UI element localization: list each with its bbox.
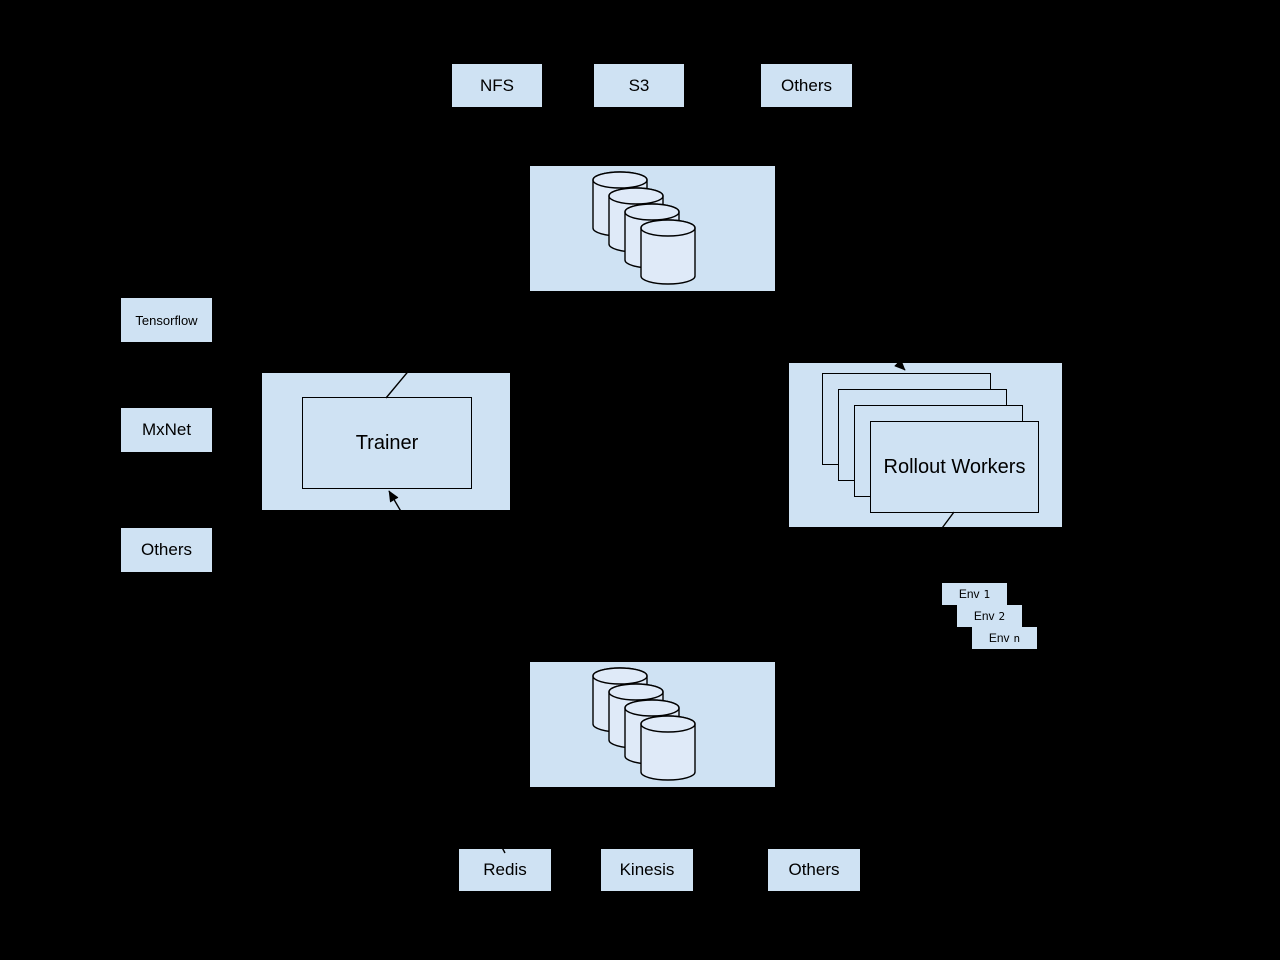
framework-mxnet: MxNet [121, 408, 212, 452]
env-box-1: Env 1 [942, 583, 1007, 605]
env-1-label: Env [958, 587, 980, 601]
store-backend-kinesis: Kinesis [601, 849, 693, 891]
storage-backend-s3: S3 [594, 64, 684, 107]
storage-backend-others-top: Others [761, 64, 852, 107]
nfs-label: NFS [480, 75, 514, 95]
redis-label: Redis [483, 860, 527, 879]
others-left-label: Others [140, 540, 193, 559]
env-n-label: Env [988, 631, 1010, 645]
storage-backend-nfs: NFS [452, 64, 542, 107]
env-box-2: Env 2 [957, 605, 1022, 627]
rollout-workers-label: Rollout Workers [883, 455, 1026, 478]
framework-tensorflow: Tensorflow [121, 298, 212, 342]
mxnet-label: MxNet [141, 420, 192, 439]
trainer-container: Trainer [262, 373, 510, 510]
env-2-label: Env [973, 609, 995, 623]
env-2-index: 2 [998, 609, 1006, 623]
tensorflow-label: Tensorflow [135, 312, 198, 328]
database-cylinders-bottom-icon [592, 667, 696, 781]
trainer-label: Trainer [355, 431, 419, 454]
database-cylinders-top-icon [592, 171, 696, 285]
env-box-n: Env n [972, 627, 1037, 649]
rollout-workers-container: Rollout Workers [789, 363, 1062, 527]
env-1-index: 1 [983, 587, 991, 601]
trainer-box: Trainer [302, 397, 472, 489]
s3-label: S3 [628, 75, 650, 95]
others-top-label: Others [780, 75, 833, 95]
store-backend-redis: Redis [459, 849, 551, 891]
storage-box-top [530, 166, 775, 291]
rollout-workers-box: Rollout Workers [870, 421, 1039, 513]
store-backend-others-bottom: Others [768, 849, 860, 891]
others-bottom-label: Others [788, 860, 840, 879]
env-n-index: n [1013, 631, 1021, 645]
storage-box-bottom [530, 662, 775, 787]
framework-others: Others [121, 528, 212, 572]
kinesis-label: Kinesis [619, 860, 675, 879]
